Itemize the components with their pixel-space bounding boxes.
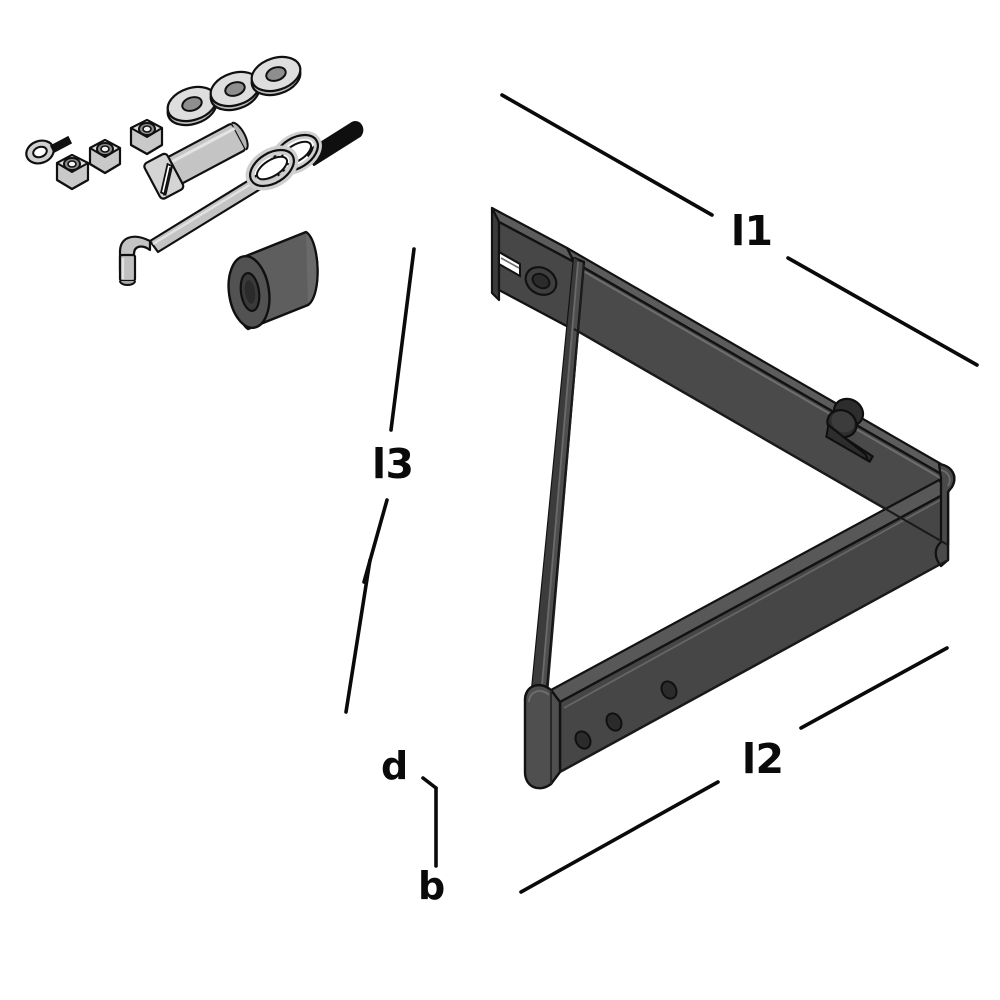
chain-links (245, 121, 364, 191)
eye-bolt (25, 135, 73, 165)
dimension-label-l2: l2 (742, 735, 784, 783)
lower-arm-hole-1 (574, 730, 592, 750)
leader-l3-lower2 (344, 558, 372, 714)
lower-arm-hole-3 (660, 680, 678, 700)
leader-l2-lower (519, 780, 720, 894)
washer-3 (250, 55, 302, 97)
dimension-label-l3: l3 (372, 440, 414, 488)
leader-l1-lower (786, 256, 979, 367)
mounting-hole (531, 272, 551, 290)
lower-arm-hole-2 (605, 712, 623, 732)
hex-nut-3 (129, 118, 164, 156)
leader-l2-upper (799, 646, 949, 730)
hex-nut-1 (55, 153, 90, 191)
dimension-label-b: b (418, 864, 445, 908)
dimension-leaders (344, 93, 979, 894)
leader-d (421, 776, 438, 790)
keyhole-slot (825, 397, 874, 463)
dimension-label-l1: l1 (731, 207, 773, 255)
leader-l1-upper (500, 93, 714, 217)
slotted-screw (143, 121, 249, 200)
dimension-label-d: d (381, 744, 408, 788)
washer-2 (209, 70, 261, 112)
leader-l3-upper (389, 247, 416, 432)
rubber-spacer (227, 230, 319, 331)
washer-1 (166, 85, 218, 127)
diagonal-brace (529, 256, 586, 702)
bracket-assembly (490, 206, 956, 790)
hex-nut-2 (88, 138, 122, 175)
